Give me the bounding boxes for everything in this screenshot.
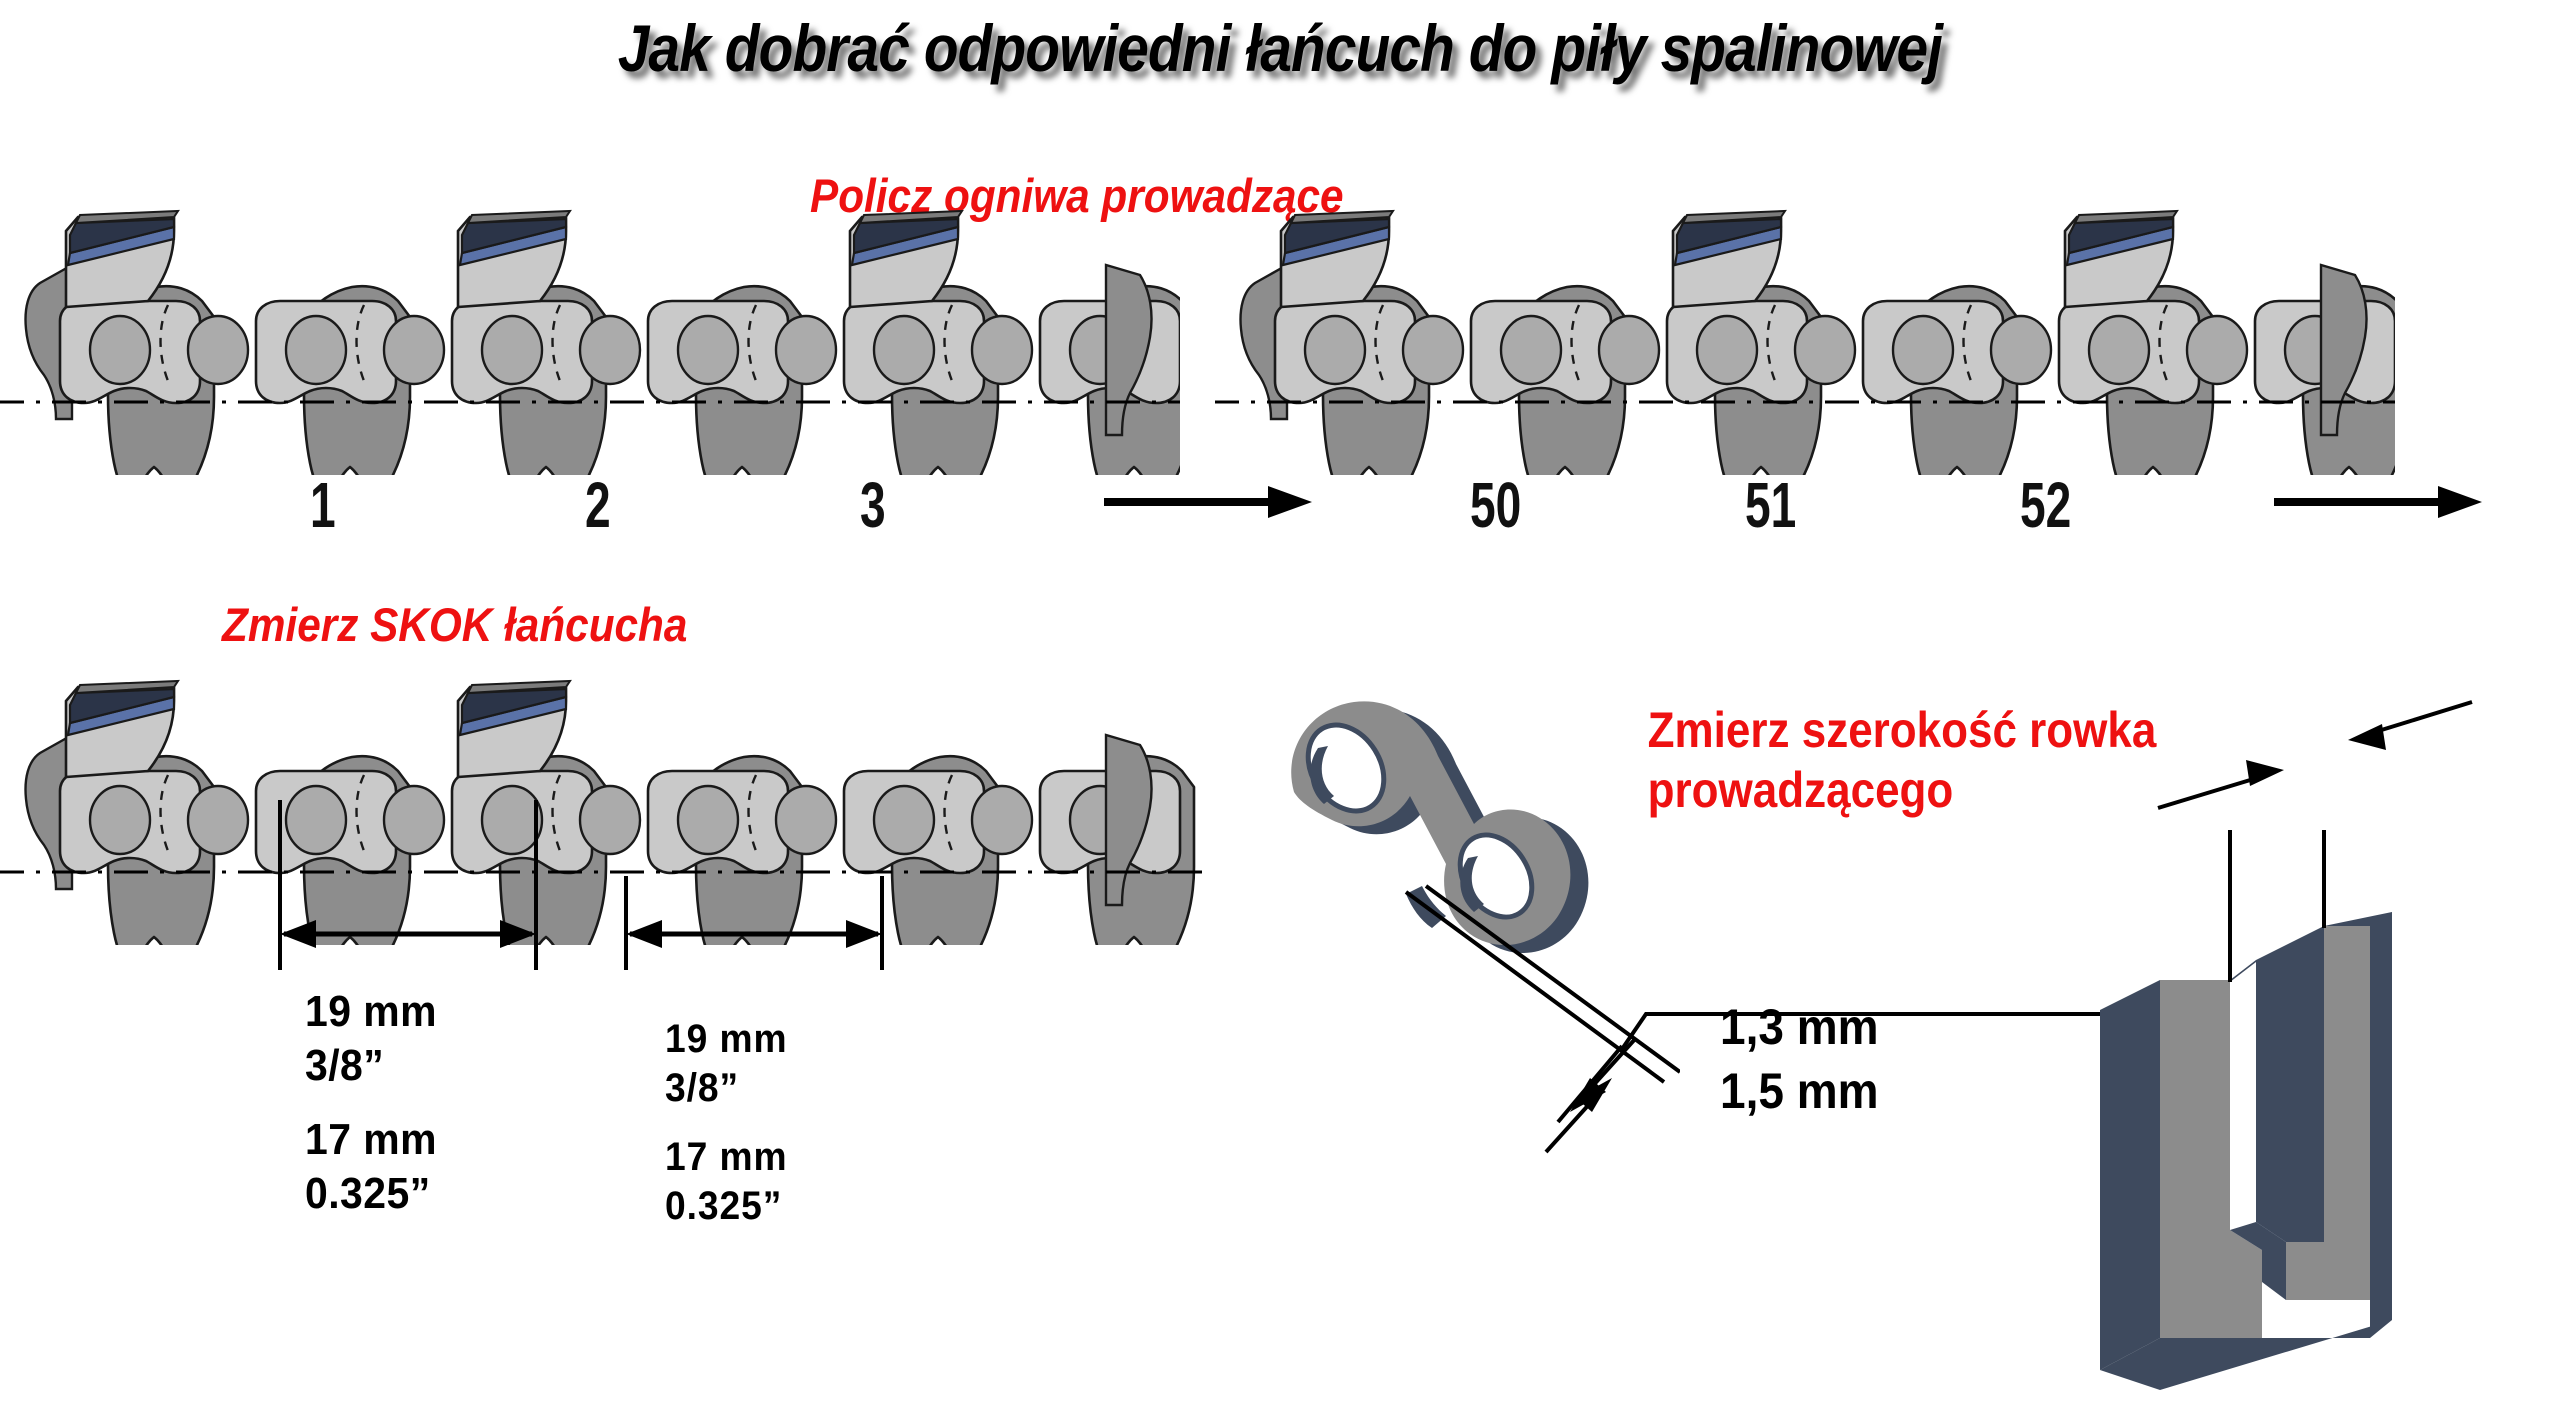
pitch-label-b-metric-imperial: 19 mm 3/8” [665, 1015, 788, 1113]
pitch-b-line4: 0.325” [665, 1183, 783, 1228]
pitch-b-line1: 19 mm [665, 1017, 788, 1061]
pitch-a-line1: 19 mm [305, 987, 437, 1036]
pitch-label-a-alt: 17 mm 0.325” [305, 1113, 437, 1220]
guide-bar-groove-3d [2040, 830, 2560, 1422]
chain-rivets [88, 314, 1132, 386]
count-number-2: 2 [585, 469, 611, 541]
bar-left-front-face [2160, 980, 2262, 1338]
pitch-label-b-alt: 17 mm 0.325” [665, 1133, 788, 1231]
gauge-values: 1,3 mm 1,5 mm [1720, 995, 1879, 1123]
gauge-width-arrows [2150, 690, 2480, 830]
bar-groove-inner-right [2256, 926, 2324, 1242]
bar-left-dark-edge [2100, 980, 2160, 1370]
heading-measure-gauge: Zmierz szerokość rowka prowadzącego [1648, 700, 2157, 820]
pitch-b-line3: 17 mm [665, 1135, 788, 1179]
tie-strap-3d-illustration [1260, 680, 1680, 1110]
gauge-value-1: 1,3 mm [1720, 999, 1879, 1055]
count-number-1: 1 [310, 469, 336, 541]
bar-bottom-edge [2100, 1286, 2392, 1390]
pitch-dimension-lines [250, 800, 970, 990]
arrow-right-icon-right [2270, 480, 2490, 524]
chain-strip-top-left [0, 205, 1180, 475]
chain-cutter-teeth [64, 209, 964, 309]
bar-right-front-face [2286, 926, 2370, 1300]
chain-cutter-teeth [1279, 209, 2179, 309]
pitch-label-a-metric-imperial: 19 mm 3/8” [305, 985, 437, 1092]
dimension-arrow-pitch-b [626, 920, 882, 948]
gauge-dimension-arrows-left [1540, 1030, 1720, 1160]
arrow-right-icon-left [1100, 480, 1320, 524]
chain-rivets [88, 784, 1132, 856]
count-number-3: 3 [860, 469, 886, 541]
heading-measure-pitch: Zmierz SKOK łańcucha [222, 598, 688, 651]
heading-measure-gauge-line2: prowadzącego [1647, 762, 1954, 818]
heading-measure-gauge-line1: Zmierz szerokość rowka [1647, 702, 2157, 758]
pitch-a-line3: 17 mm [305, 1115, 437, 1164]
gauge-value-2: 1,5 mm [1720, 1063, 1879, 1119]
count-number-52: 52 [2020, 469, 2072, 541]
dimension-arrow-pitch-a [280, 920, 536, 948]
count-number-50: 50 [1470, 469, 1522, 541]
chain-strip-top-right [1215, 205, 2395, 475]
chain-cutter-teeth [64, 679, 572, 779]
pitch-b-line2: 3/8” [665, 1065, 740, 1110]
bar-groove-channel [2230, 962, 2256, 1230]
chain-strip-pitch [0, 675, 1220, 945]
pitch-a-line2: 3/8” [305, 1040, 385, 1090]
page-title: Jak dobrać odpowiedni łańcuch do piły sp… [617, 11, 1943, 85]
pitch-a-line4: 0.325” [305, 1168, 431, 1218]
count-number-51: 51 [1745, 469, 1797, 541]
